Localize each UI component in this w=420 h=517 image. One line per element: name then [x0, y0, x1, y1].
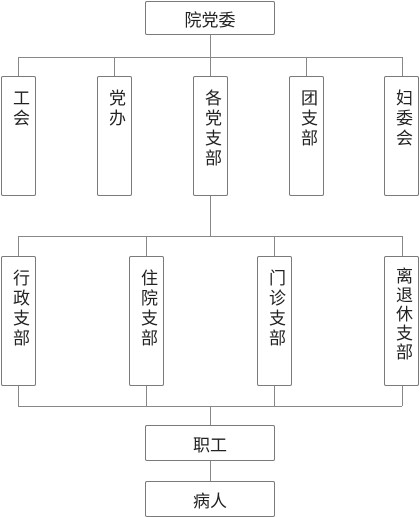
connector-menzhen-top [274, 236, 275, 256]
node-label: 妇委会 [392, 89, 412, 149]
connector-lituixiu-bottom [402, 385, 403, 406]
node-label: 病人 [193, 491, 227, 512]
node-label: 住院支部 [137, 269, 157, 349]
connector-lituixiu-top [402, 236, 403, 256]
connector-xingzheng-bottom [18, 385, 19, 406]
node-label: 各党支部 [201, 89, 221, 169]
connector-zhuyuan-top [146, 236, 147, 256]
connector-tuanzhibu [306, 57, 307, 76]
node-label: 工会 [9, 89, 29, 129]
connector-branches-down [210, 195, 211, 236]
node-patients: 病人 [145, 481, 275, 517]
connector-fuweihui [402, 57, 403, 76]
node-fuweihui: 妇委会 [384, 76, 419, 196]
connector-to-staff [210, 406, 211, 425]
node-zhuyuan-zhibu: 住院支部 [129, 256, 164, 386]
node-label: 院党委 [184, 10, 236, 31]
connector-gedangzhibu [210, 57, 211, 76]
connector-dangban [114, 57, 115, 76]
node-label: 党办 [105, 89, 125, 129]
connector-xingzheng-top [18, 236, 19, 256]
node-label: 行政支部 [9, 269, 29, 349]
connector-zhuyuan-bottom [146, 385, 147, 406]
connector-gonghui [18, 57, 19, 76]
connector-menzhen-bottom [274, 385, 275, 406]
node-gonghui: 工会 [1, 76, 36, 196]
connector-level2-top-bar [18, 236, 402, 237]
node-root-party-committee: 院党委 [145, 1, 275, 35]
node-menzhen-zhibu: 门诊支部 [257, 256, 292, 386]
node-staff: 职工 [145, 425, 275, 461]
node-xingzheng-zhibu: 行政支部 [1, 256, 36, 386]
connector-staff-to-patients [210, 460, 211, 481]
node-tuanzhibu: 团支部 [289, 76, 324, 196]
connector-root-down [210, 34, 211, 57]
node-dangban: 党办 [97, 76, 132, 196]
node-gedangzhibu: 各党支部 [193, 76, 228, 196]
node-label: 门诊支部 [265, 269, 285, 349]
node-label: 离退休支部 [392, 267, 412, 362]
node-label: 职工 [193, 435, 227, 456]
node-lituixiu-zhibu: 离退休支部 [384, 256, 419, 386]
node-label: 团支部 [297, 89, 317, 149]
